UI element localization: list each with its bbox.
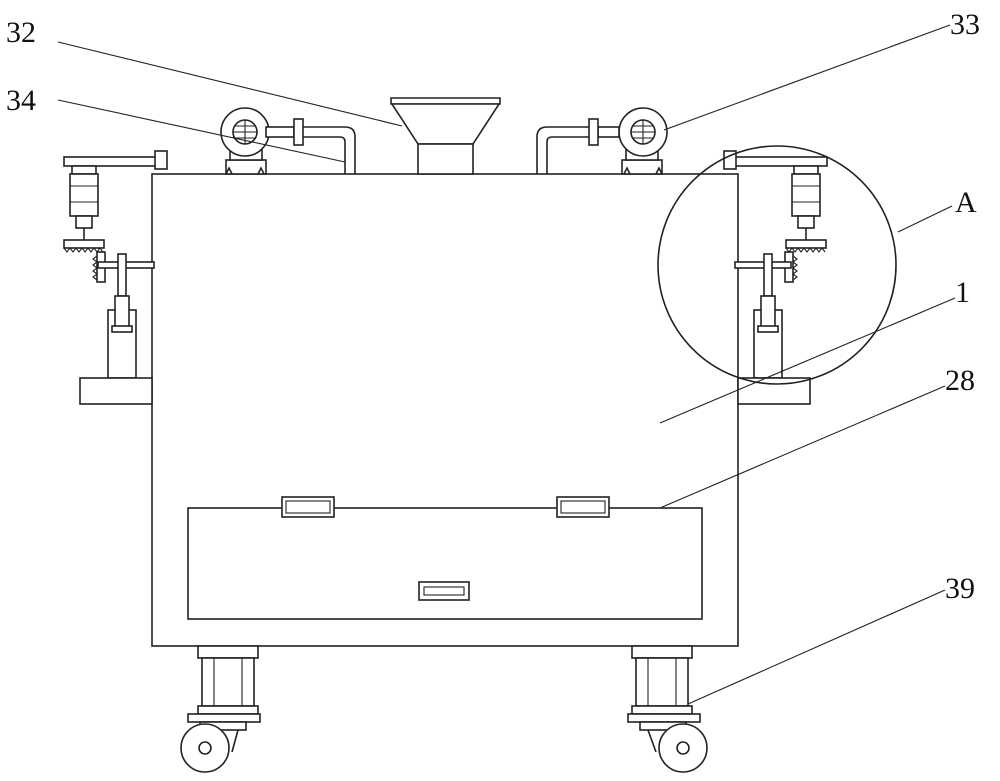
callout-1: 1 [955,276,970,309]
right-caster [627,645,708,773]
right-pump [536,107,668,175]
callout-a: A [955,186,977,219]
left-pump [220,107,356,175]
drawer-clip-left [281,496,335,518]
detail-circle-a [657,145,897,385]
callout-39: 39 [945,572,975,605]
callout-32: 32 [6,16,36,49]
drawer-handle [418,581,470,601]
leader-lines [57,24,956,705]
hopper [390,97,501,175]
drawer [187,496,703,620]
callout-28: 28 [945,364,975,397]
drawer-clip-right [556,496,610,518]
left-caster [180,645,261,773]
callout-33: 33 [950,8,980,41]
right-side-mechanism [723,150,828,405]
left-side-mechanism [63,150,168,405]
callout-34: 34 [6,84,36,117]
